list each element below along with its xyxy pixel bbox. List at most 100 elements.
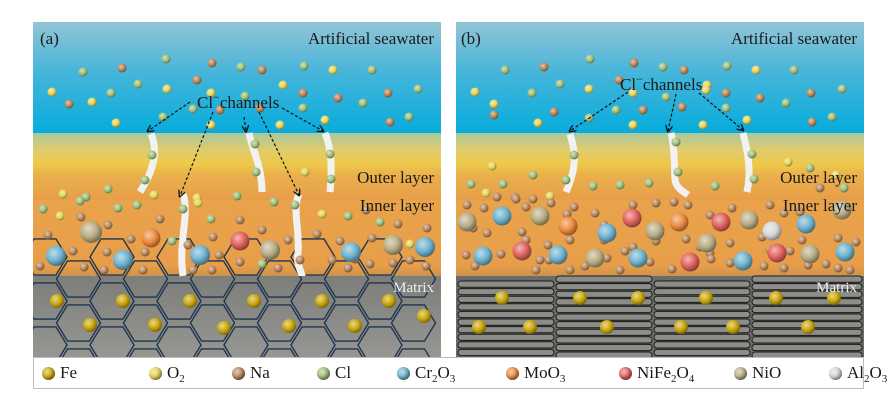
lamella [457,333,555,341]
cr2o3-swatch-icon [397,366,410,380]
cr2o3-particle [190,245,210,265]
o2-particle [701,85,711,95]
fe-particle [217,321,231,335]
legend-label: Cr2O3 [415,363,455,385]
cl-swatch-icon [317,366,330,380]
na-particle [388,258,398,268]
cl-particle [178,204,188,214]
cl-channel [739,132,753,193]
cl-particle [837,84,847,94]
hexagonal-grains [33,238,437,357]
formula-text: Fe [60,363,77,382]
na-particle [797,235,807,245]
grain-boundary [122,260,169,298]
legend-label: O2 [167,363,185,385]
cl-particle [498,179,508,189]
cl-particle [413,84,423,94]
fe-particle [417,309,431,323]
na-particle [79,262,89,272]
cl-particle [343,211,353,221]
grain-boundary [195,348,230,357]
cl-particle [38,204,48,214]
na-particle [333,93,343,103]
o2-particle [206,120,216,130]
o2-particle [47,87,57,97]
fe-particle [247,294,261,308]
na-particle [755,93,765,103]
legend-item-cr2o3: Cr2O3 [397,358,455,388]
o2-particle [698,120,708,130]
fe-particle [315,294,329,308]
arrow [244,116,246,131]
nife2o4-particle [680,252,700,272]
na-particle [273,263,283,273]
o2-particle [162,84,172,94]
cl-particle [290,200,300,210]
cl-particle [326,174,336,184]
fe-particle [801,320,815,334]
cl-particle [644,178,654,188]
na-particle [517,227,527,237]
cl-particle [466,179,476,189]
fe-particle [495,291,509,305]
o2-particle [545,191,555,201]
cl-particle [75,196,85,206]
grain-boundary [128,348,163,357]
fe-particle [50,294,64,308]
panel-a-label: (a) [40,29,59,48]
na-particle [667,264,677,274]
na-particle [385,117,395,127]
fe-particle [674,320,688,334]
o2-particle [55,211,65,221]
grain-boundary [156,282,202,320]
o2-particle [628,88,638,98]
na-particle [521,202,531,212]
panel-b-channels-label: Cl−channels [620,72,702,94]
na-particle [496,249,506,259]
channel-arrows [148,101,323,196]
na-particle [383,88,393,98]
nife2o4-swatch-icon [619,366,632,380]
panel-b [456,22,864,357]
na-particle [807,117,817,127]
na-particle [833,263,843,273]
o2-particle [481,188,491,198]
arrow [698,92,743,130]
lamella [751,275,863,283]
cl-particle [325,149,335,159]
fe-particle [699,291,713,305]
na-particle [298,88,308,98]
arrow [148,101,191,131]
cl-particle [528,170,538,180]
cr2o3-particle [628,248,648,268]
na-particle [546,198,556,208]
na-particle [629,58,639,68]
na-particle [620,246,630,256]
cl-particle [269,197,279,207]
grain-boundary [156,326,202,357]
nife2o4-particle [767,243,787,263]
legend-item-nife2o4: NiFe2O4 [619,358,694,388]
na-particle [405,255,415,265]
arrow [180,111,214,196]
grain-boundary [223,326,269,357]
subscript: 2 [179,373,185,385]
lamella [751,298,863,306]
grain-boundary [357,282,403,320]
lamella [751,343,863,352]
o2-particle [275,120,285,130]
na-particle [535,255,545,265]
cl-channel [321,131,335,193]
cl-text: Cl [620,75,636,94]
lamella [555,305,653,314]
nio-particle [260,240,280,260]
na-particle [569,202,579,212]
grain-boundary [223,282,269,320]
cl-particle [721,103,731,113]
na-particle [706,254,716,264]
na-particle [361,205,371,215]
o2-particle [278,80,288,90]
lamella [555,283,653,291]
grain-boundary [122,304,169,342]
legend-item-na: Na [232,358,270,388]
